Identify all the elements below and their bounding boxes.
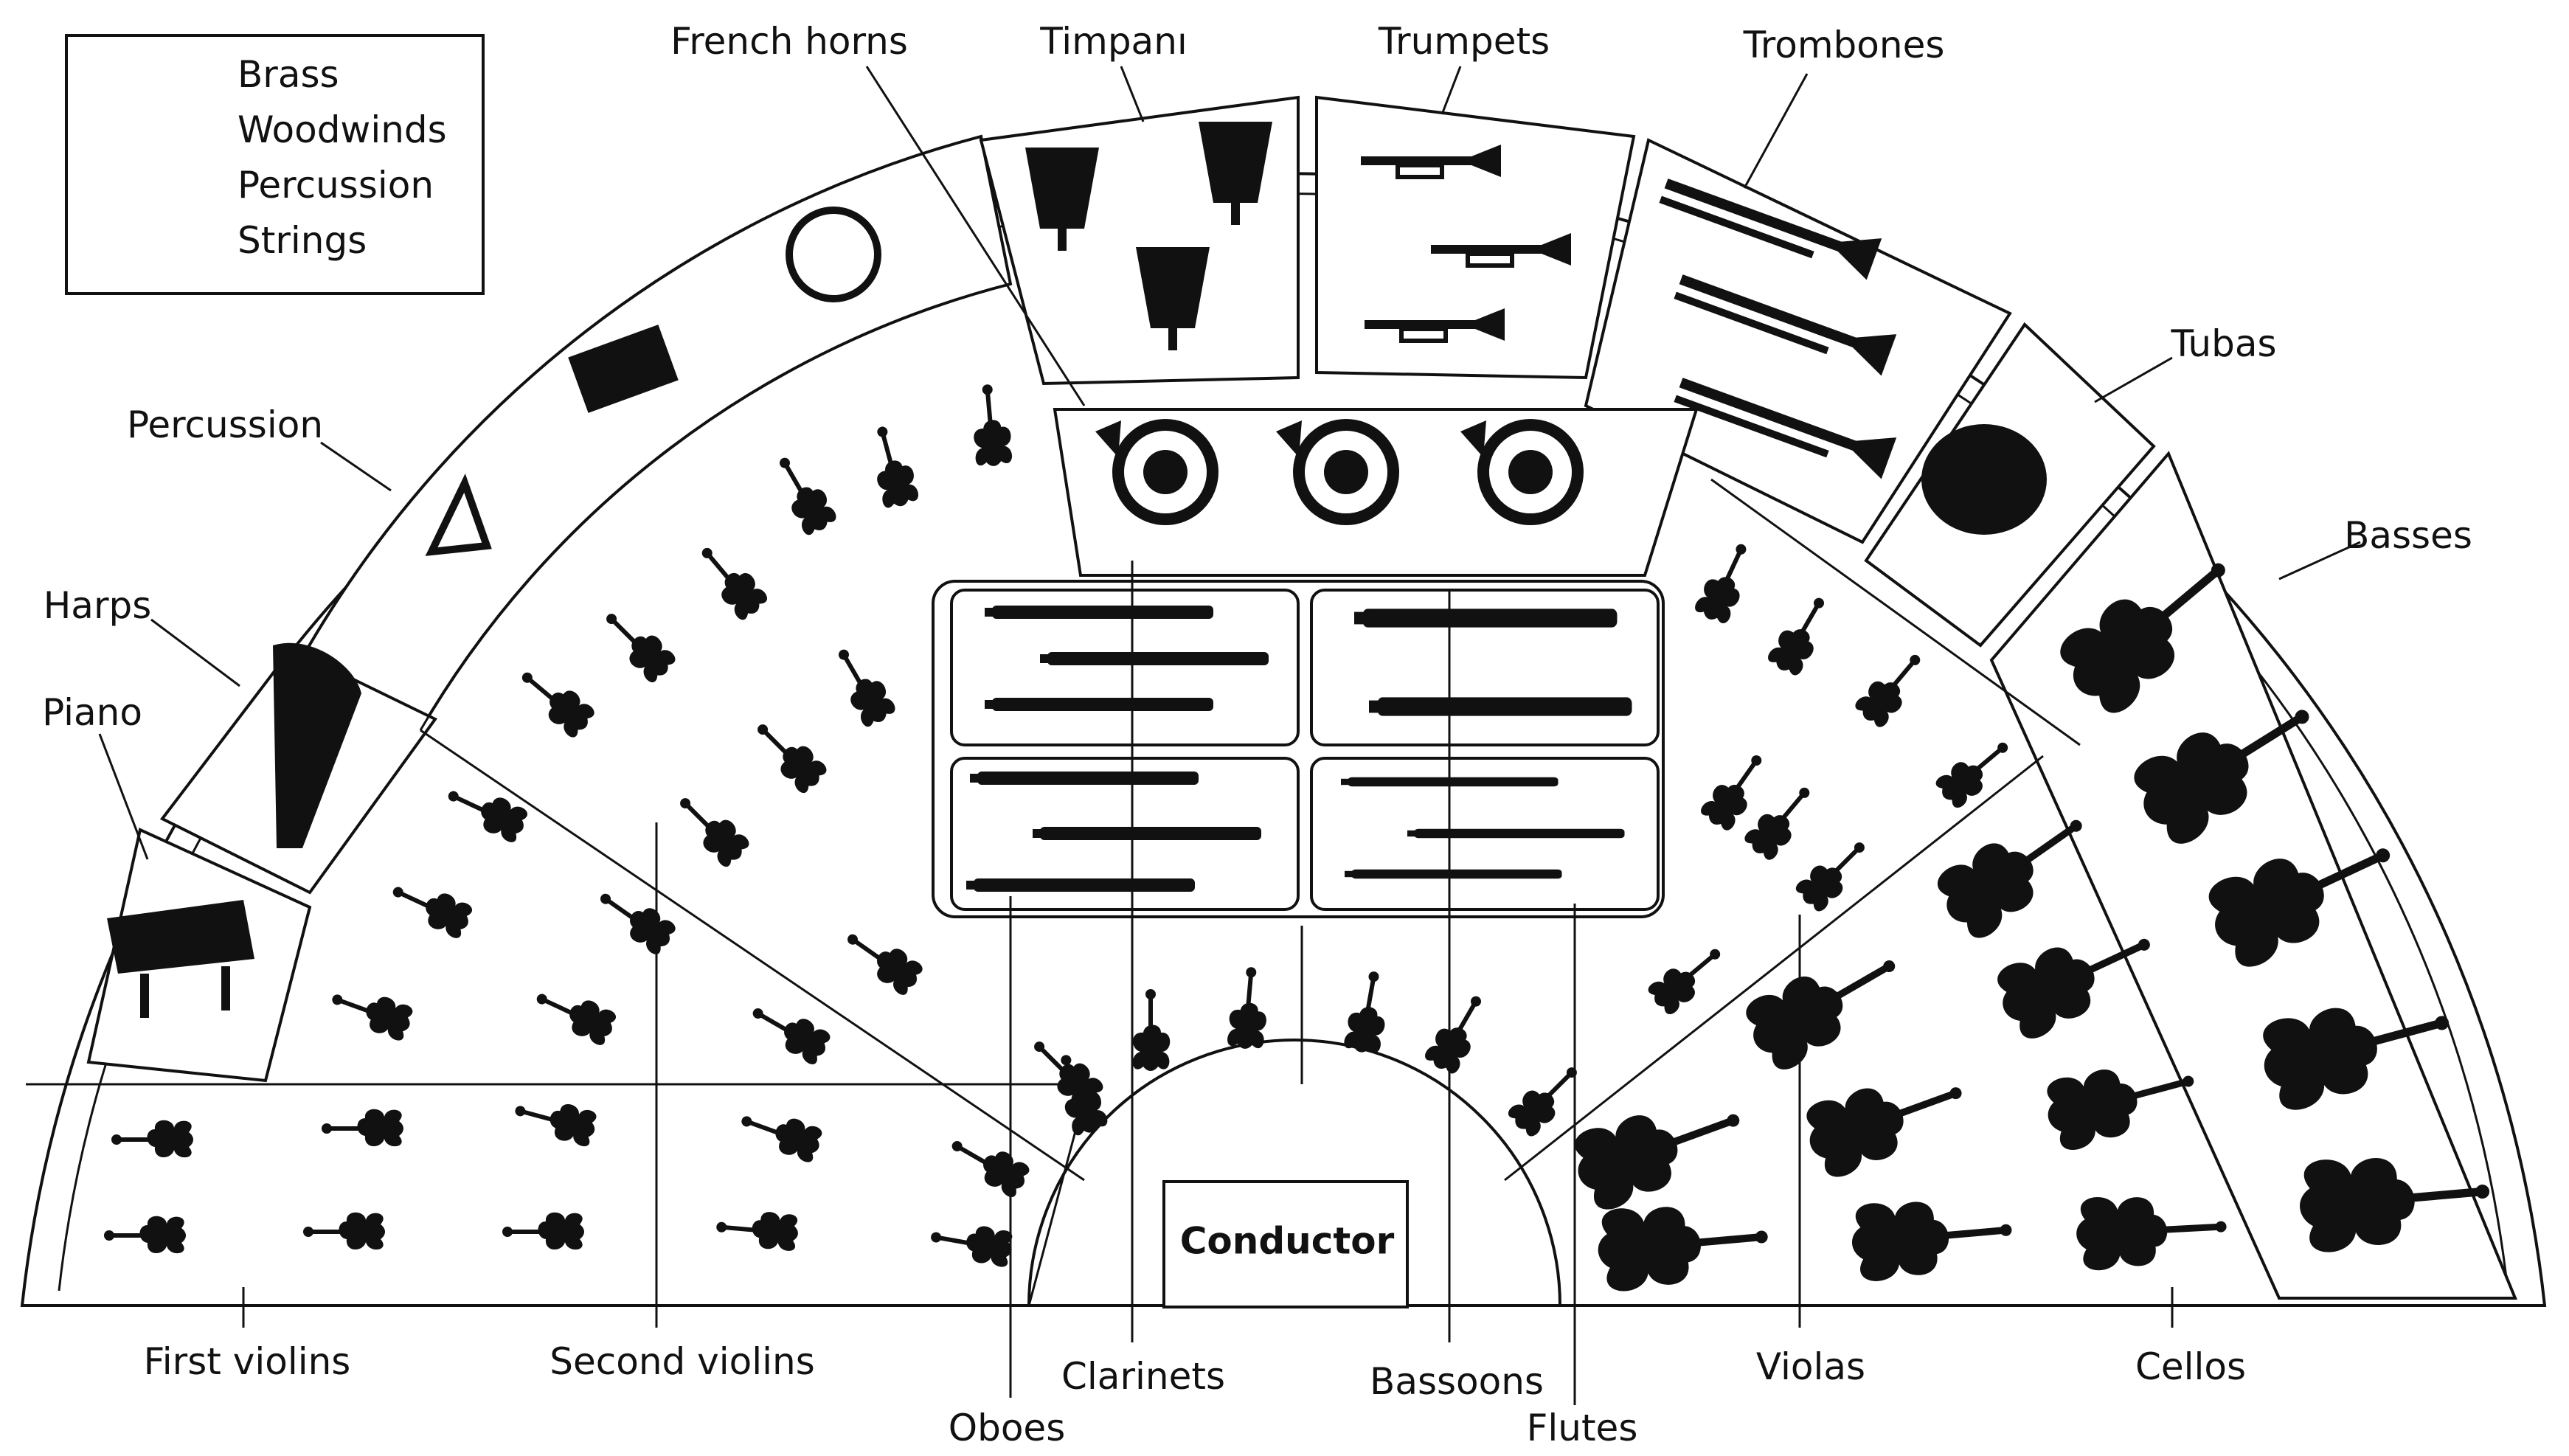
label-clarinets: Clarinets bbox=[1061, 1355, 1225, 1398]
clarinet-icon bbox=[985, 606, 1213, 619]
conductor-box bbox=[1162, 1180, 1409, 1308]
legend: Brass Woodwinds Percussion Strings bbox=[65, 34, 485, 295]
legend-box bbox=[65, 34, 485, 295]
cellos-divider bbox=[1710, 478, 2081, 746]
clarinet-icon bbox=[985, 698, 1213, 711]
label-cellos: Cellos bbox=[2135, 1345, 2246, 1388]
harp-icon bbox=[273, 642, 361, 848]
label-tubas: Tubas bbox=[2170, 322, 2276, 365]
label-violas: Violas bbox=[1756, 1345, 1865, 1388]
label-bassoons: Bassoons bbox=[1370, 1360, 1544, 1403]
legend-item-woodwinds: Woodwinds bbox=[238, 108, 447, 151]
label-timpani: Timpanı bbox=[1039, 20, 1188, 63]
label-second-violins: Second violins bbox=[549, 1340, 815, 1383]
tuba-icon bbox=[1921, 424, 2047, 535]
label-first-violins: First violins bbox=[144, 1340, 351, 1383]
piano-leg-icon bbox=[140, 974, 149, 1018]
trumpets-section bbox=[1315, 95, 1636, 380]
oboe-icon bbox=[1033, 827, 1261, 840]
label-trumpets: Trumpets bbox=[1378, 20, 1550, 63]
violas-divider bbox=[1504, 755, 2044, 1182]
label-piano: Piano bbox=[42, 691, 142, 734]
leader-lines bbox=[98, 66, 2361, 1405]
conductor-label: Conductor bbox=[1180, 1220, 1395, 1263]
label-french-horns: French horns bbox=[670, 20, 908, 63]
oboe-icon bbox=[970, 772, 1199, 785]
label-harps: Harps bbox=[44, 584, 152, 627]
label-basses: Basses bbox=[2344, 514, 2472, 557]
snare-drum-icon bbox=[568, 325, 679, 413]
label-oboes: Oboes bbox=[949, 1407, 1066, 1449]
piano-icon bbox=[107, 900, 254, 974]
triangle-icon bbox=[425, 474, 492, 556]
instruments bbox=[104, 122, 2494, 1294]
label-percussion: Percussion bbox=[127, 403, 323, 446]
cymbal-icon bbox=[786, 207, 881, 302]
second-violins-divider bbox=[420, 729, 1085, 1182]
podium bbox=[1027, 1039, 1562, 1307]
flute-icon bbox=[1345, 869, 1562, 879]
flute-icon bbox=[1407, 828, 1625, 839]
legend-item-strings: Strings bbox=[238, 219, 367, 262]
legend-item-percussion: Percussion bbox=[238, 164, 434, 207]
oboe-icon bbox=[966, 878, 1195, 892]
piano-leg-icon bbox=[221, 966, 230, 1010]
label-flutes: Flutes bbox=[1527, 1407, 1638, 1449]
label-trombones: Trombones bbox=[1743, 24, 1945, 66]
bassoon-icon bbox=[1354, 609, 1618, 628]
clarinet-icon bbox=[1040, 652, 1269, 665]
second-violins-inner-arc bbox=[419, 282, 1011, 731]
legend-item-brass: Brass bbox=[238, 53, 339, 96]
labels: French horns Timpanı Trumpets Trombones … bbox=[42, 20, 2472, 1449]
bassoon-icon bbox=[1369, 697, 1632, 716]
